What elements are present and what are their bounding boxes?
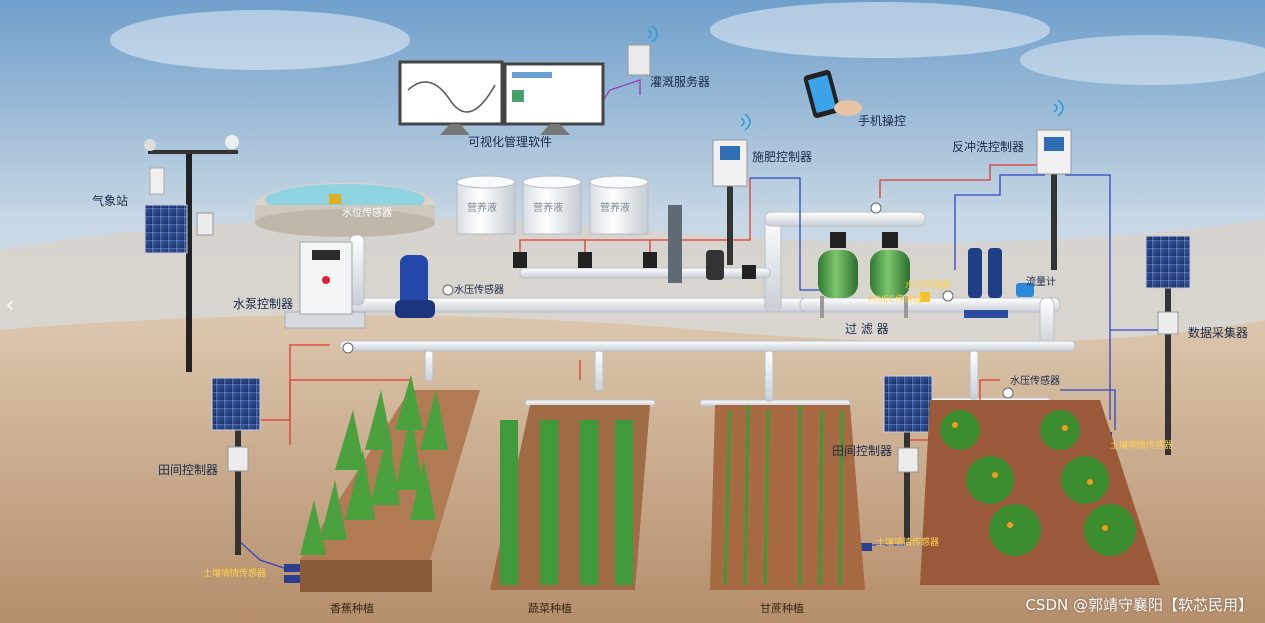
cloud [110,10,410,70]
weather-station [144,135,239,372]
sugarcane-field [710,404,865,590]
pressure-sensor-label: 水压传感器 [1010,376,1060,387]
water-level-sensor [329,194,341,204]
phone-control-label: 手机操控 [858,114,907,128]
nutrient-tank-label: 营养液 [467,203,497,214]
visual-management-software [398,60,605,135]
sand-filters [818,232,930,318]
backwash-controller-label: 反冲洗控制器 [952,140,1025,154]
vegetable-crop-label: 蔬菜种植 [528,602,572,615]
banana-field [300,375,480,592]
water-level-sensor-label: 水位传感器 [342,208,392,219]
previous-arrow-icon[interactable]: ‹ [5,293,15,318]
field-controller-label: 田间控制器 [832,444,893,458]
reservoir-base [255,209,435,237]
irrigation-server-label: 灌溉服务器 [650,75,711,89]
flow-meter-label: 流量计 [1026,277,1056,288]
pump-controller-cabinet [284,241,366,329]
field-controller-label: 田间控制器 [158,463,219,477]
vegetable-field [490,405,650,590]
soil-sensor-label: 土壤墒情传感器 [1110,441,1174,451]
data-collector-pole [1145,235,1191,455]
cloud [1020,35,1265,85]
watermark: CSDN @郭靖守襄阳【软芯民用】 [1025,596,1253,614]
orchard-field [920,400,1160,585]
cloud [710,2,1050,58]
filter-pressure-sensor-label: 水压传感器 [905,281,951,291]
data-collector-label: 数据采集器 [1188,326,1249,340]
ph-ec-sensor-label: PH/EC传感器 [868,295,923,305]
soil-sensor-label: 土壤墒情传感器 [203,569,267,579]
field-controller-pole-1 [211,377,300,583]
nutrient-tanks [456,175,756,283]
soil-sensor-label: 土壤墒情传感器 [876,538,940,548]
irrigation-server [627,25,658,76]
phone [803,70,862,118]
nutrient-tank-label: 营养液 [533,203,563,214]
pressure-sensor-label: 水压传感器 [454,285,504,296]
control-wires [237,79,1160,571]
weather-station-label: 气象站 [92,194,129,208]
solar-panel [144,204,188,254]
pump-controller-label: 水泵控制器 [233,297,294,311]
banana-crop-label: 香蕉种植 [330,602,374,615]
water-pump [395,255,435,318]
disc-filters [964,248,1034,318]
sugarcane-crop-label: 甘蔗种植 [760,602,804,615]
pressure-gauges [342,202,1014,399]
backwash-controller-box [1036,99,1072,270]
fertilizer-controller-box [712,113,751,265]
filter-label: 过 滤 器 [845,322,889,336]
fertilizer-controller-label: 施肥控制器 [752,150,813,164]
nutrient-tank-label: 营养液 [600,203,630,214]
visual-software-label: 可视化管理软件 [468,135,553,149]
